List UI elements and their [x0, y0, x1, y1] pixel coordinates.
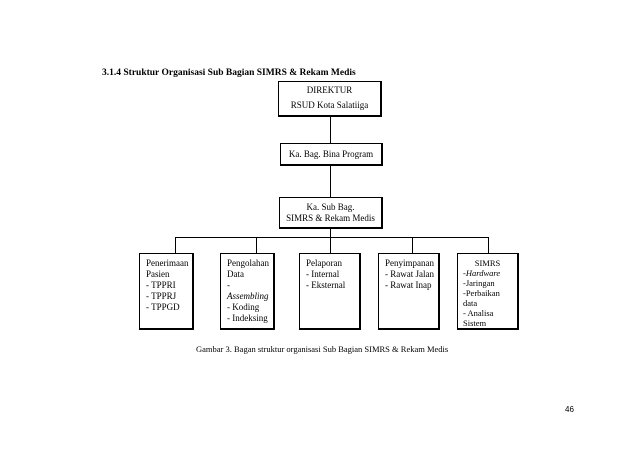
connector-drop-simrs: [488, 237, 489, 254]
pengolahan-line2: Data: [227, 269, 244, 279]
page-number: 46: [565, 405, 574, 414]
penerimaan-line5: - TPPGD: [146, 302, 180, 312]
pelaporan-line2: - Internal: [306, 269, 340, 279]
simrs-line2: -Hardware: [463, 268, 501, 278]
kabag-label: Ka. Bag. Bina Program: [288, 149, 374, 159]
connector-kabag-kasubbag: [330, 165, 331, 198]
kasubbag-line2: SIMRS & Rekam Medis: [286, 213, 375, 223]
pelaporan-line1: Pelaporan: [306, 258, 342, 268]
box-pengolahan-data: Pengolahan Data - Assembling - Koding - …: [220, 253, 275, 330]
simrs-line4: -Perbaikan: [463, 288, 500, 298]
direktur-title: DIREKTUR: [306, 85, 353, 95]
pengolahan-line4: - Koding: [227, 302, 260, 312]
connector-kasubbag-bus: [330, 228, 331, 238]
box-pelaporan: Pelaporan - Internal - Eksternal: [299, 253, 361, 330]
connector-drop-pengolahan: [256, 237, 257, 254]
penerimaan-line1: Penerimaan: [146, 258, 189, 268]
penerimaan-line2: Pasien: [146, 269, 170, 279]
pengolahan-line3: - Assembling: [227, 280, 269, 301]
box-penyimpanan: Penyimpanan - Rawat Jalan - Rawat Inap: [378, 253, 440, 330]
connector-drop-penyimpanan: [412, 237, 413, 254]
box-direktur: DIREKTUR RSUD Kota Salatiiga: [278, 81, 382, 117]
box-penerimaan-pasien: Penerimaan Pasien - TPPRI - TPPRJ - TPPG…: [139, 253, 194, 330]
simrs-line3: -Jaringan: [463, 278, 495, 288]
penyimpanan-line1: Penyimpanan: [385, 258, 434, 268]
penyimpanan-line3: - Rawat Inap: [385, 280, 432, 290]
penerimaan-line3: - TPPRI: [146, 280, 176, 290]
pengolahan-line5: - Indeksing: [227, 313, 268, 323]
direktur-subtitle: RSUD Kota Salatiiga: [290, 100, 369, 110]
section-heading: 3.1.4 Struktur Organisasi Sub Bagian SIM…: [102, 68, 356, 78]
pengolahan-line1: Pengolahan: [227, 258, 269, 268]
penyimpanan-line2: - Rawat Jalan: [385, 269, 434, 279]
pelaporan-line3: - Eksternal: [306, 280, 346, 290]
simrs-line7: Sistem: [463, 318, 487, 328]
connector-direktur-kabag: [330, 116, 331, 144]
connector-drop-pelaporan: [330, 237, 331, 254]
simrs-line5: data: [463, 298, 478, 308]
box-kasubbag: Ka. Sub Bag. SIMRS & Rekam Medis: [279, 197, 383, 229]
penerimaan-line4: - TPPRJ: [146, 291, 177, 301]
box-simrs: SIMRS -Hardware -Jaringan -Perbaikan dat…: [457, 253, 519, 330]
simrs-line6: - Analisa: [463, 308, 494, 318]
box-kabag-bina-program: Ka. Bag. Bina Program: [280, 143, 383, 166]
simrs-line1: SIMRS: [474, 258, 501, 268]
kasubbag-line1: Ka. Sub Bag.: [306, 202, 355, 212]
connector-drop-penerimaan: [175, 237, 176, 254]
figure-caption: Gambar 3. Bagan struktur organisasi Sub …: [196, 344, 449, 354]
connector-horizontal-bus: [175, 237, 489, 238]
